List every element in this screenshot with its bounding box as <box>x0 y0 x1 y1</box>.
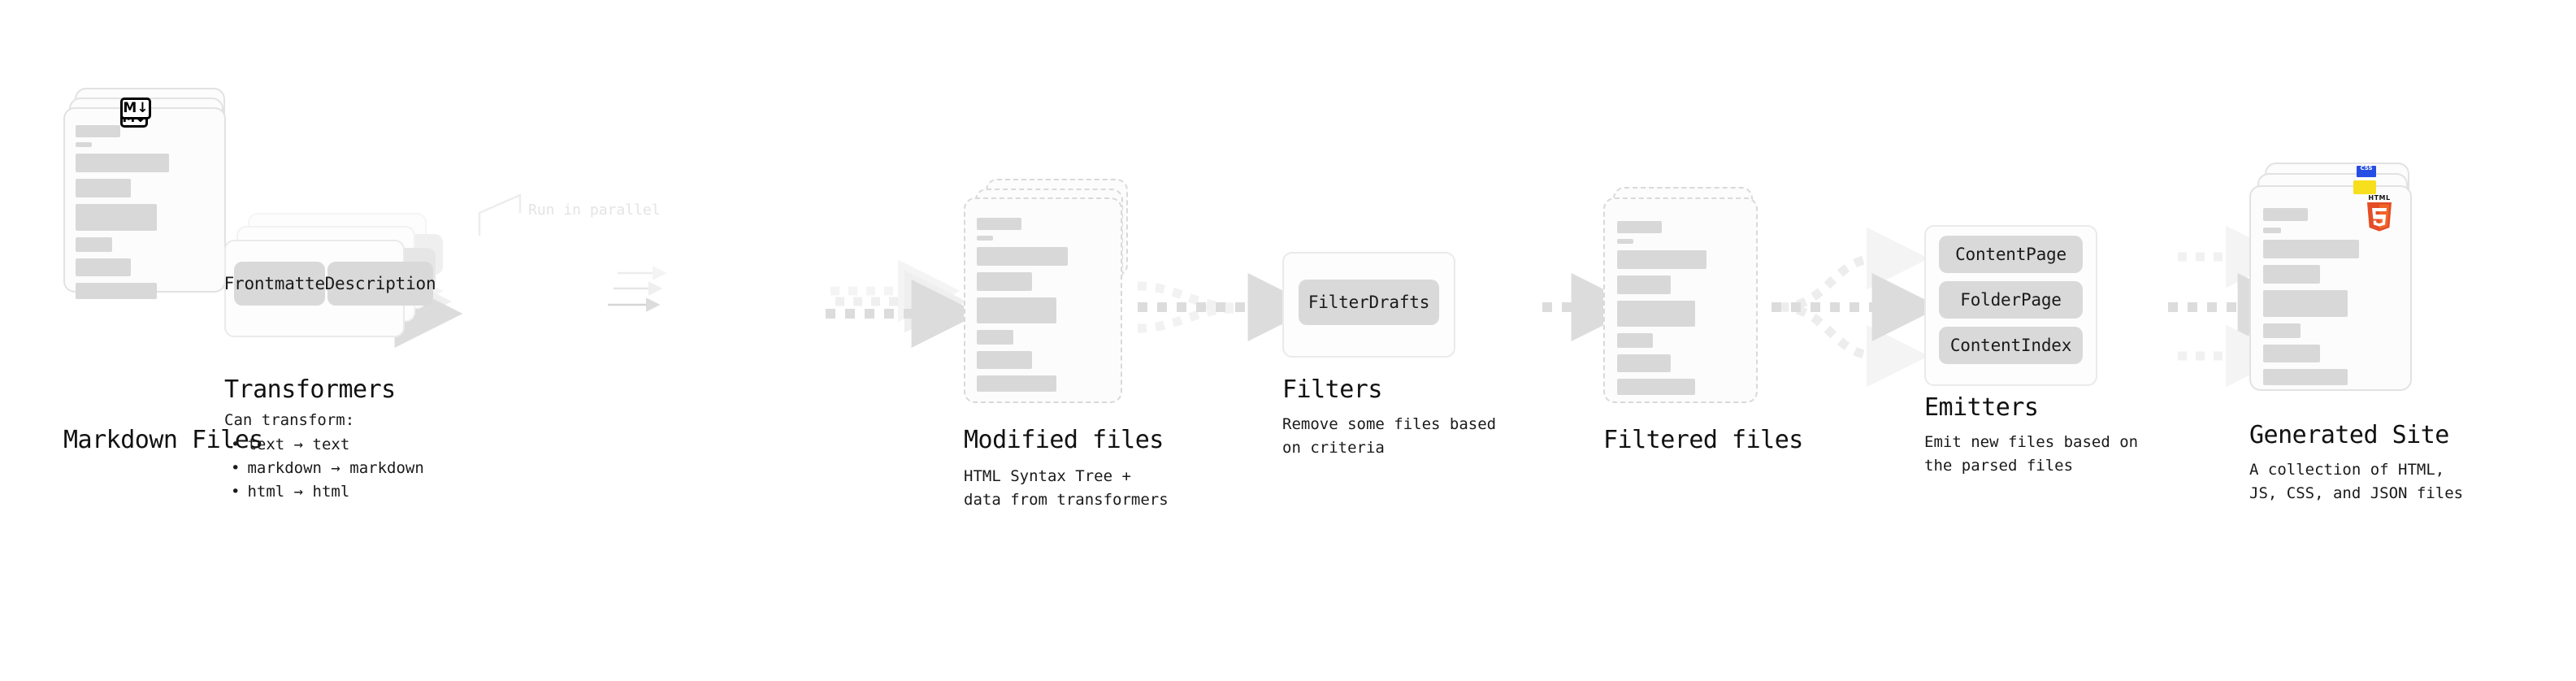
arrow-emitters-to-site <box>2168 225 2306 388</box>
skeleton-line <box>2263 290 2348 317</box>
filter-pill-filterdrafts[interactable]: FilterDrafts <box>1299 280 1439 325</box>
transform-rule: markdown → markdown <box>231 457 423 480</box>
transformer-inner-arrows <box>608 266 667 312</box>
js-badge <box>2353 180 2376 194</box>
transform-lead-text: Can transform: <box>224 411 355 429</box>
html5-badge-label: HTML <box>2368 194 2391 202</box>
skeleton-line <box>1617 239 1633 244</box>
skeleton-line <box>977 236 993 241</box>
skeleton-line <box>977 330 1013 345</box>
skeleton-line <box>2263 228 2281 233</box>
skeleton-line <box>76 283 157 299</box>
stage-title-generated-site: Generated Site <box>2249 421 2449 449</box>
skeleton-line <box>977 247 1068 266</box>
transformers-capability-list: Can transform: text → text markdown → ma… <box>224 409 424 504</box>
skeleton-line <box>1617 379 1695 395</box>
stage-title-transformers: Transformers <box>224 375 396 404</box>
emitter-pill-folderpage[interactable]: FolderPage <box>1939 281 2083 319</box>
skeleton-line <box>2263 240 2359 258</box>
skeleton-line <box>2263 323 2301 338</box>
transformer-pill-description[interactable]: Description <box>325 262 436 306</box>
stage-title-filtered-files: Filtered files <box>1603 426 1803 454</box>
skeleton-line <box>76 142 92 147</box>
skeleton-line <box>76 125 120 137</box>
skeleton-line <box>977 272 1032 291</box>
skeleton-line <box>1617 301 1695 327</box>
html5-badge: HTML <box>2363 195 2396 234</box>
skeleton-line <box>2263 369 2348 385</box>
css-badge: CSS <box>2357 166 2376 177</box>
skeleton-line <box>76 154 169 172</box>
transformer-pill-frontmatter[interactable]: Frontmatter <box>224 262 336 306</box>
skeleton-line <box>1617 333 1653 348</box>
stage-subtitle-generated-site: A collection of HTML, JS, CSS, and JSON … <box>2249 461 2464 502</box>
skeleton-line <box>1617 221 1662 233</box>
stage-subtitle-emitters: Emit new files based on the parsed files <box>1924 433 2139 475</box>
html5-shield-icon <box>2367 202 2392 232</box>
skeleton-line <box>2263 345 2320 362</box>
run-in-parallel-bracket <box>478 193 522 236</box>
arrow-modified-to-filters <box>1137 273 1316 341</box>
stage-title-modified-files: Modified files <box>964 426 1164 454</box>
transform-rule: html → html <box>231 480 424 504</box>
markdown-badge: M↓ <box>120 98 151 119</box>
skeleton-line <box>76 258 131 276</box>
emitter-pill-contentindex[interactable]: ContentIndex <box>1939 327 2083 364</box>
stage-title-emitters: Emitters <box>1924 393 2039 422</box>
skeleton-line <box>1617 275 1671 294</box>
skeleton-line <box>2263 208 2308 221</box>
transform-rule: text → text <box>231 433 424 457</box>
skeleton-line <box>76 179 131 197</box>
skeleton-line <box>977 297 1056 323</box>
skeleton-line <box>76 237 112 252</box>
skeleton-line <box>977 218 1021 230</box>
skeleton-line <box>1617 354 1671 372</box>
skeleton-line <box>977 351 1032 369</box>
skeleton-line <box>76 204 157 231</box>
stage-subtitle-filters: Remove some files based on criteria <box>1282 415 1497 457</box>
stage-title-filters: Filters <box>1282 375 1382 404</box>
run-in-parallel-label: Run in parallel <box>528 202 661 219</box>
emitter-pill-contentpage[interactable]: ContentPage <box>1939 236 2083 273</box>
skeleton-line <box>1617 250 1706 269</box>
skeleton-line <box>977 375 1056 392</box>
arrow-transformers-to-modified <box>826 259 980 348</box>
arrow-filtered-to-emitters <box>1772 227 1941 388</box>
stage-subtitle-modified-files: HTML Syntax Tree + data from transformer… <box>964 467 1169 509</box>
css-badge-label: CSS <box>2360 165 2373 171</box>
skeleton-line <box>2263 265 2320 284</box>
